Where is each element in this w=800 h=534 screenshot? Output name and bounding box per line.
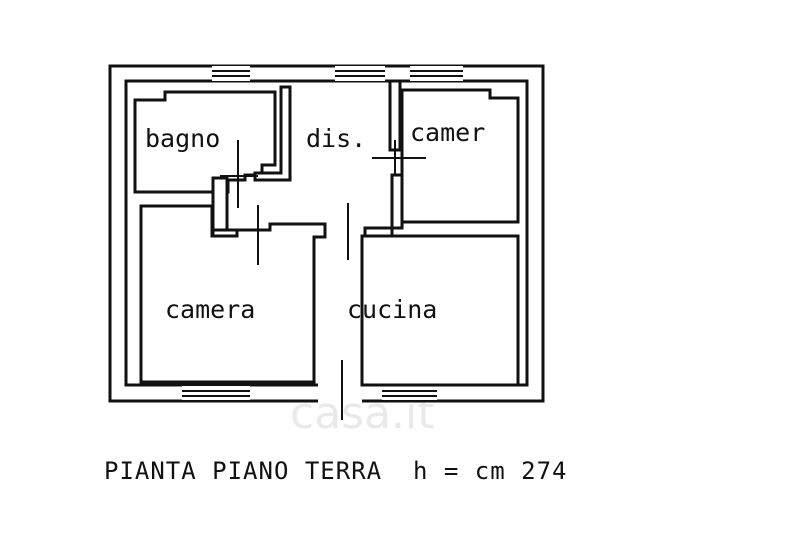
- room-label-camera-right: camer: [410, 118, 485, 147]
- room-label-cucina: cucina: [347, 295, 437, 324]
- window-top-3: [410, 66, 463, 81]
- window-top-2: [335, 66, 385, 81]
- dis-right-wall: [388, 79, 402, 152]
- room-label-bagno: bagno: [145, 124, 220, 153]
- camera-left-box: [139, 204, 327, 384]
- dis-right-wall-lower: [363, 173, 404, 238]
- window-bottom-2: [382, 386, 437, 400]
- bagno-door-jamb: [211, 176, 229, 232]
- room-label-camera-left: camera: [165, 295, 255, 324]
- dis-left-wall: [253, 85, 292, 182]
- plan-caption: PIANTA PIANO TERRA h = cm 274: [104, 457, 567, 485]
- cucina-walls: [360, 234, 520, 387]
- window-top-1: [212, 66, 250, 81]
- entrance-opening: [318, 383, 362, 403]
- room-label-dis: dis.: [306, 124, 366, 153]
- camera-right-walls: [400, 88, 520, 224]
- window-bottom-1: [182, 386, 250, 400]
